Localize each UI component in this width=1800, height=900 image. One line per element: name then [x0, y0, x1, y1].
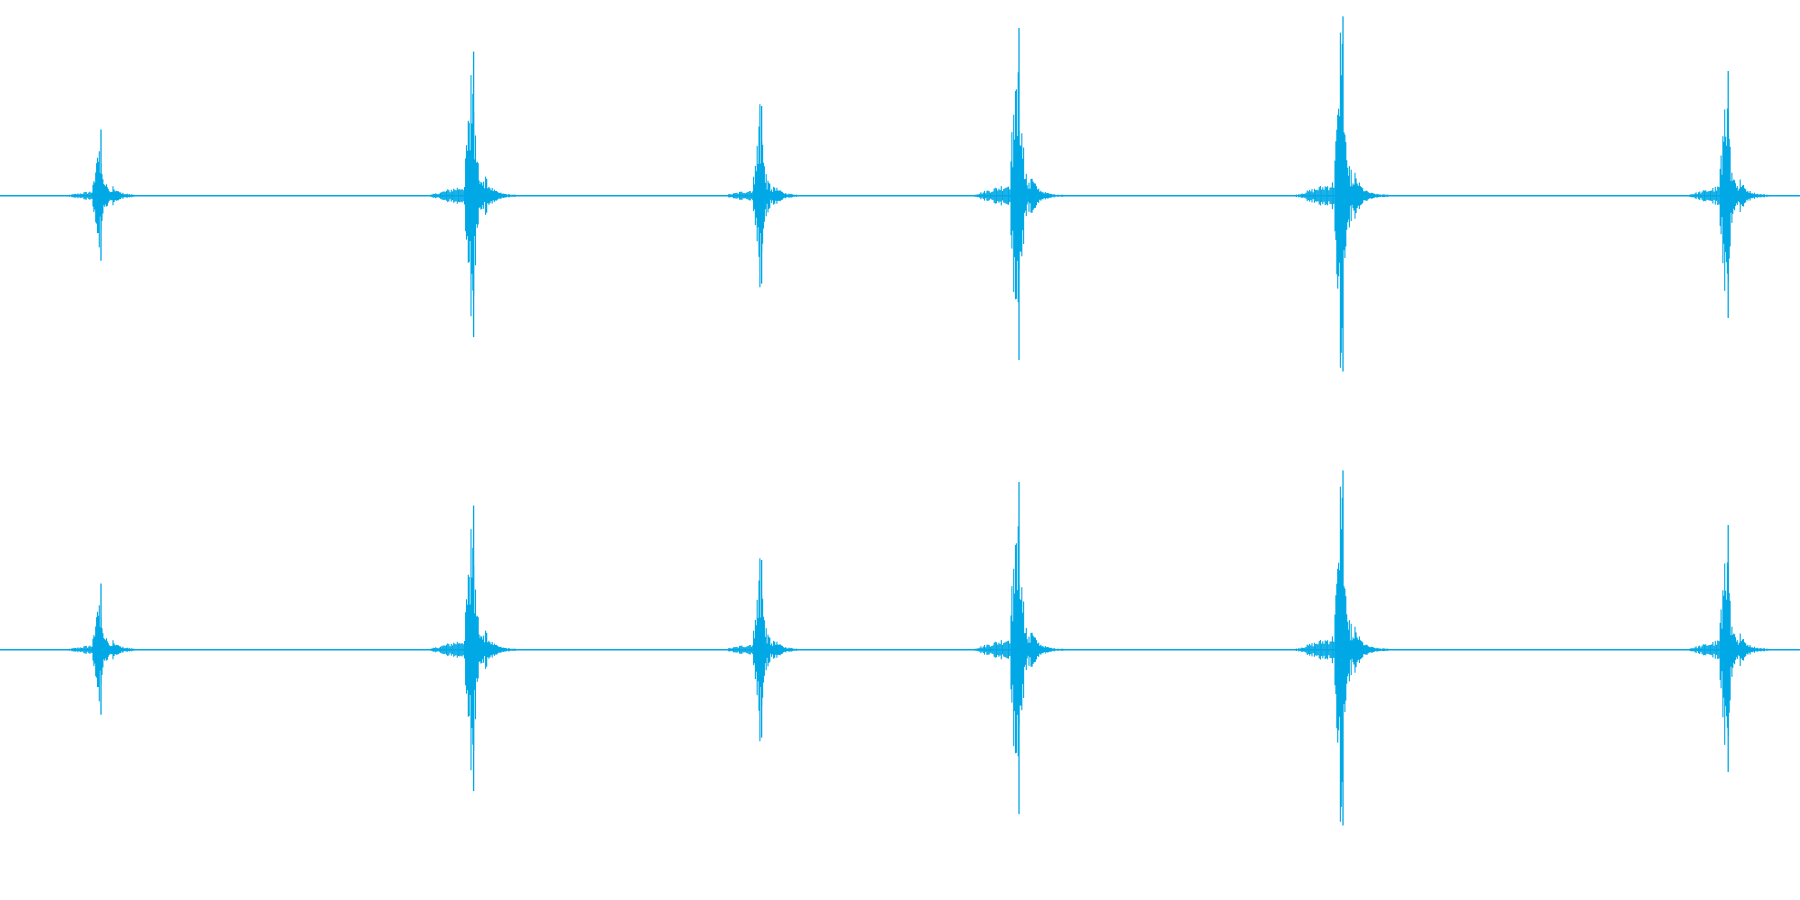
- waveform-burst: [722, 104, 798, 288]
- waveform-burst: [722, 558, 798, 742]
- waveform-burst-trace: [970, 72, 1064, 303]
- waveform-burst-trace: [427, 75, 516, 317]
- waveform-burst-trace: [1293, 32, 1390, 368]
- channel-1-waveform[interactable]: [0, 16, 1800, 372]
- waveform-burst: [970, 482, 1064, 815]
- waveform-burst-trace: [1293, 486, 1390, 822]
- waveform-burst-trace: [1684, 562, 1769, 745]
- waveform-burst-trace: [722, 104, 798, 288]
- waveform-burst: [1684, 70, 1769, 319]
- waveform-burst-trace: [427, 529, 516, 771]
- waveform-burst-trace: [722, 558, 798, 742]
- waveform-burst: [427, 51, 516, 338]
- waveform-burst-trace: [970, 526, 1064, 757]
- waveform-burst: [1684, 524, 1769, 773]
- waveform-burst: [64, 129, 135, 261]
- waveform-burst: [1293, 470, 1390, 826]
- waveform-burst-trace: [64, 151, 135, 248]
- waveform-burst: [970, 28, 1064, 361]
- waveform-burst: [64, 583, 135, 715]
- waveform-burst-trace: [64, 605, 135, 702]
- channel-2-waveform[interactable]: [0, 470, 1800, 826]
- waveform-burst-trace: [1684, 108, 1769, 291]
- waveform-burst: [1293, 16, 1390, 372]
- waveform-burst: [427, 505, 516, 792]
